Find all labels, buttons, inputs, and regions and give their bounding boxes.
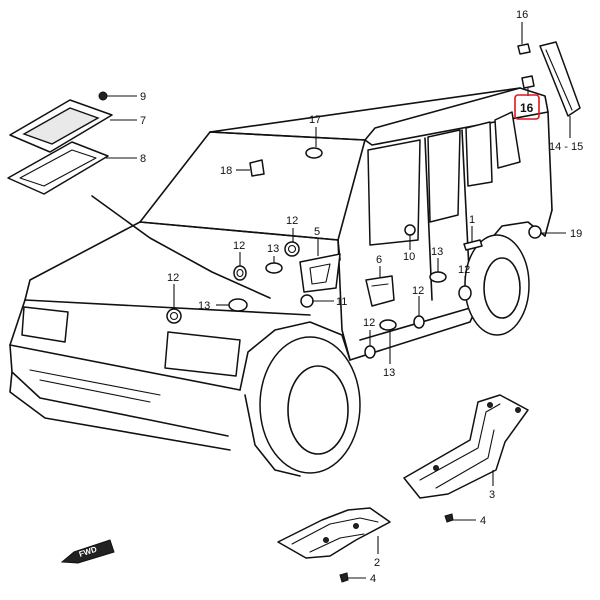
- callout-11: 11: [336, 296, 347, 308]
- callout-16-top: 16: [516, 9, 528, 21]
- highlighted-callout-16-frame: [514, 94, 540, 120]
- callout-10: 10: [403, 251, 415, 263]
- part-18-plug: [249, 159, 265, 177]
- part-9-screw: [98, 91, 108, 101]
- grommets: [166, 224, 542, 359]
- part-3-rear-guard: [403, 394, 529, 499]
- callout-13-hood: 13: [267, 243, 279, 255]
- callout-12-cowl: 12: [286, 215, 298, 227]
- callout-18: 18: [220, 165, 232, 177]
- part-1-plate: [463, 239, 483, 251]
- callout-5: 5: [314, 226, 320, 238]
- callout-12-rear: 12: [458, 264, 470, 276]
- callout-2: 2: [374, 557, 380, 569]
- callout-8: 8: [140, 153, 146, 165]
- part-7-sunroof-frame: [9, 99, 113, 153]
- callout-13-door: 13: [431, 246, 443, 258]
- callout-9: 9: [140, 91, 146, 103]
- callout-12-sill: 12: [363, 317, 375, 329]
- part-14-15-roof-molding: [539, 41, 581, 117]
- callout-12-front: 12: [167, 272, 179, 284]
- leader-lines: [106, 22, 571, 579]
- part-8-sunroof-panel: [7, 141, 109, 195]
- callout-numbers: 9 7 8 16 16 14 - 15 17 18 12 12 12 13 13…: [140, 9, 583, 585]
- part-17-roof-plug: [305, 147, 323, 159]
- callout-1: 1: [469, 214, 475, 226]
- front-wheel: [259, 336, 361, 474]
- callout-17: 17: [309, 114, 321, 126]
- callout-19: 19: [570, 228, 582, 240]
- hood-trim-strip: [91, 195, 271, 299]
- callout-12-door: 12: [412, 285, 424, 297]
- callout-3: 3: [489, 489, 495, 501]
- callout-14-15: 14 - 15: [549, 141, 583, 153]
- callout-16-highlighted: 16: [520, 101, 534, 115]
- callout-13-sill: 13: [383, 367, 395, 379]
- part-6-bracket: [365, 275, 395, 307]
- callout-4-rear: 4: [480, 515, 486, 527]
- forward-direction-arrow: FWD: [60, 539, 115, 564]
- callout-4-front: 4: [370, 573, 376, 585]
- callout-12-hood: 12: [233, 240, 245, 252]
- callout-7: 7: [140, 115, 146, 127]
- callout-13-front: 13: [198, 300, 210, 312]
- callout-6: 6: [376, 254, 382, 266]
- part-2-front-guard: [277, 507, 391, 559]
- part-5-bracket: [299, 253, 341, 293]
- part-16-clips: [517, 43, 535, 89]
- vehicle-outline: [9, 87, 553, 477]
